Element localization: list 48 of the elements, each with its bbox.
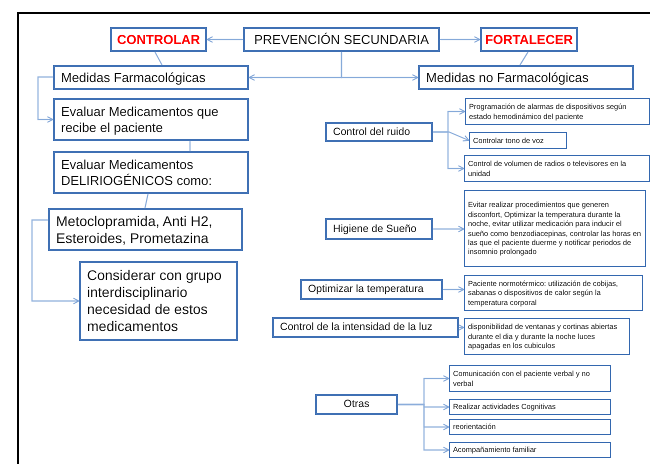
text-box [300, 279, 443, 300]
text-box [79, 261, 238, 341]
text-box [469, 132, 567, 149]
connector-arrow [206, 36, 243, 43]
box-label: Control del ruido [333, 126, 410, 138]
box-label: Evaluar Medicamentos que recibe el paciente [61, 104, 220, 136]
text-box [465, 98, 650, 125]
box-label: FORTALECER [485, 32, 573, 48]
box-label: CONTROLAR [116, 32, 200, 48]
box-label: Evaluar Medicamentos DELIRIOGÉNICOS como: [61, 156, 213, 188]
text-box [53, 98, 249, 141]
connector-arrow [433, 226, 464, 232]
text-box [325, 122, 433, 142]
text-box [449, 419, 611, 435]
connector-arrow [443, 286, 464, 293]
text-box [449, 399, 611, 415]
text-box [464, 155, 650, 182]
text-box [53, 65, 249, 90]
connector-arrow [433, 131, 464, 172]
box-label: Control de la intensidad de la luz [280, 321, 432, 334]
connector-arrow [458, 324, 464, 331]
category-box [480, 27, 578, 52]
text-box [315, 394, 398, 415]
box-label: Otras [344, 398, 370, 411]
text-box [418, 65, 634, 90]
text-box [449, 442, 611, 458]
box-label: Higiene de Sueño [333, 222, 416, 236]
text-box [48, 208, 243, 251]
connector-arrow [340, 52, 418, 81]
connector-arrow [398, 404, 450, 454]
text-box [464, 318, 630, 355]
category-box [110, 27, 207, 52]
box-label: Optimizar la temperatura [308, 283, 424, 296]
text-box [449, 365, 611, 392]
box-label: Medidas Farmacológicas [61, 70, 206, 86]
text-box [464, 275, 643, 311]
box-label: Considerar con grupo interdisciplinario necesidad de estos medicamentos [87, 267, 223, 335]
box-label: Medidas no Farmacológicas [426, 70, 589, 86]
connector-arrow [440, 36, 480, 43]
text-box [464, 190, 646, 267]
connector-arrow [31, 219, 80, 304]
text-box [272, 317, 459, 338]
text-box [243, 27, 440, 52]
box-label: PREVENCIÓN SECUNDARIA [254, 32, 429, 48]
text-box [325, 218, 433, 240]
text-box [53, 151, 249, 194]
connector-arrow [37, 76, 54, 123]
box-label: Metoclopramida, Anti H2, Esteroides, Prometazina [56, 212, 214, 246]
